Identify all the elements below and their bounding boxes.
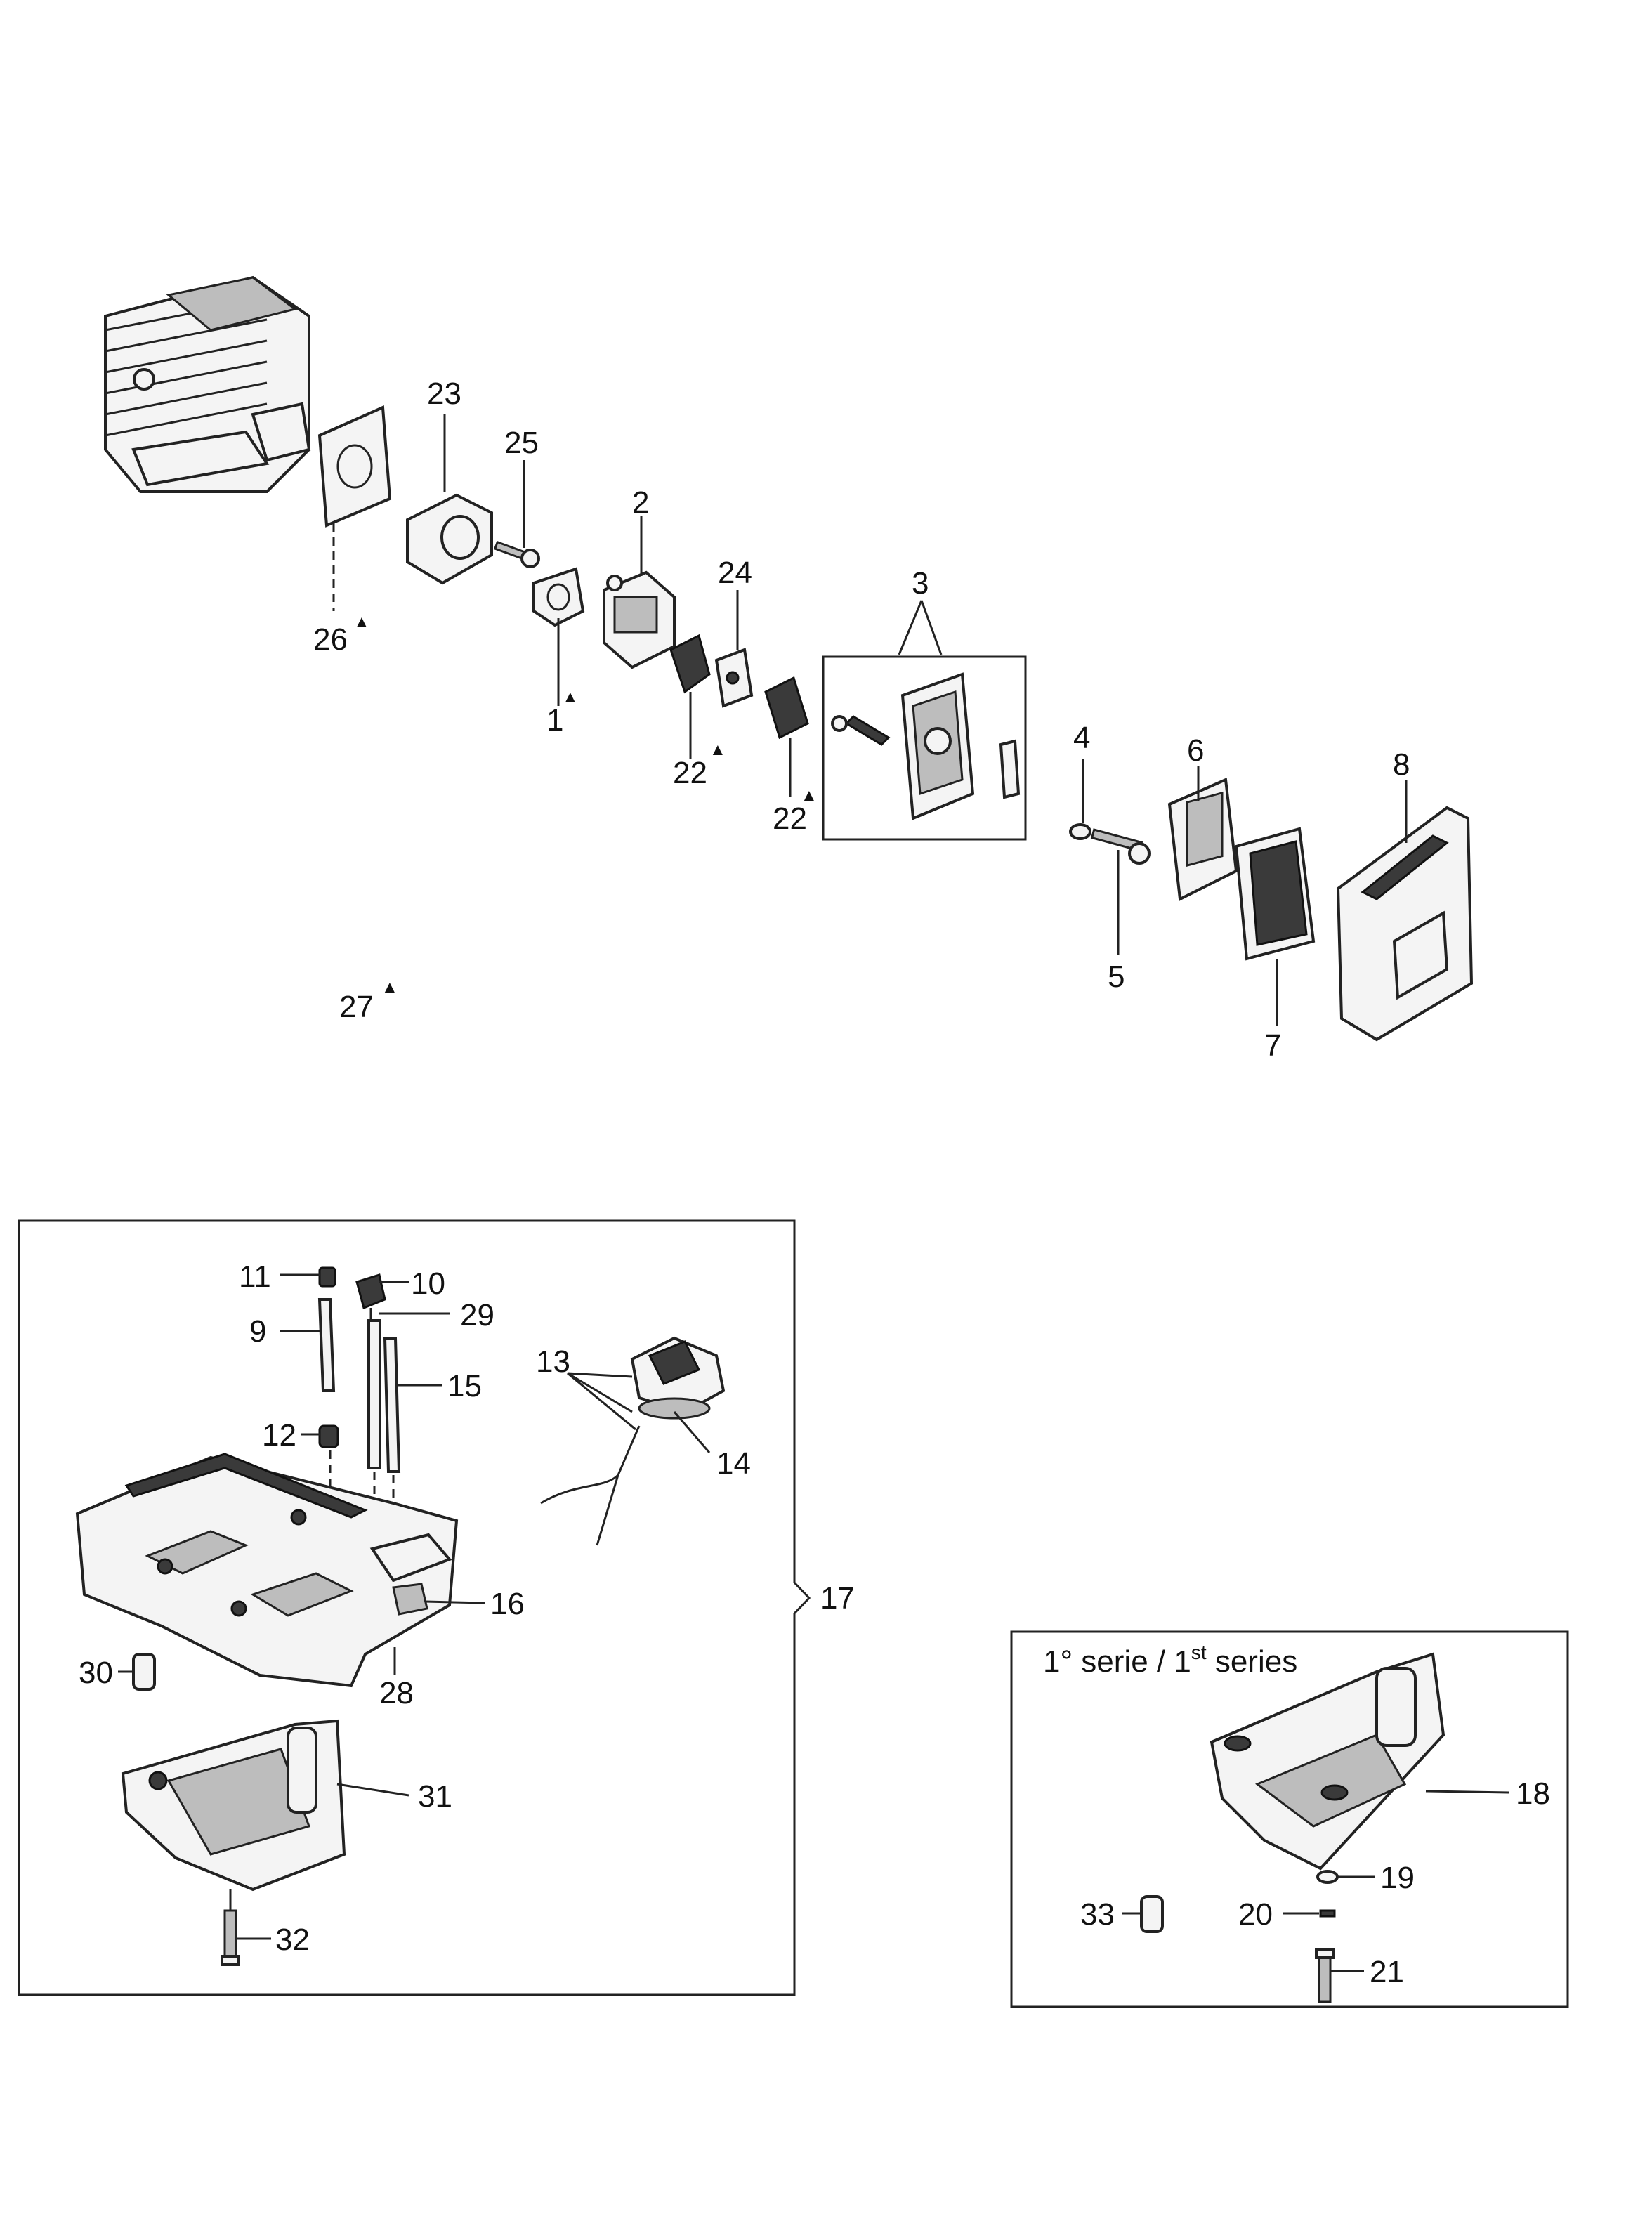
lock-washer-20-drawing [1283, 1909, 1336, 1918]
engine-cylinder-drawing [104, 275, 311, 493]
bushing-30-drawing [118, 1653, 156, 1691]
label-part-27: 27 [339, 990, 374, 1024]
first-series-title-rest: series [1207, 1644, 1298, 1679]
marker-22b: ▲ [801, 786, 818, 805]
screw-5-drawing [1090, 828, 1150, 955]
air-filter-base-3-group [822, 600, 1027, 841]
label-part-6: 6 [1187, 733, 1204, 768]
screw-21-drawing [1315, 1948, 1364, 2003]
label-part-21: 21 [1370, 1955, 1404, 1989]
hose-9-drawing [280, 1298, 336, 1392]
support-18-drawing [1210, 1652, 1509, 1871]
label-part-28: 28 [379, 1676, 414, 1710]
label-part-29: 29 [460, 1298, 494, 1332]
intake-manifold-23-drawing [406, 414, 493, 585]
label-part-1: 1 [546, 703, 563, 738]
marker-26: ▲ [353, 613, 370, 631]
label-part-22a: 22 [673, 756, 707, 790]
hose-15-drawing [383, 1337, 442, 1473]
label-part-17: 17 [820, 1581, 855, 1616]
screw-25-drawing [493, 460, 540, 568]
grommet-11-drawing [280, 1266, 336, 1288]
label-part-3: 3 [912, 566, 929, 601]
grommet-12-drawing [301, 1424, 339, 1448]
first-series-title-sup: st [1191, 1642, 1207, 1663]
label-part-18: 18 [1516, 1776, 1550, 1811]
air-filter-cover-8-drawing [1336, 780, 1474, 1042]
label-part-8: 8 [1393, 747, 1410, 782]
label-part-5: 5 [1108, 959, 1125, 994]
fuel-cap-13-drawing [540, 1336, 726, 1546]
label-part-32: 32 [275, 1923, 310, 1957]
marker-1: ▲ [562, 688, 579, 707]
label-part-2: 2 [632, 485, 649, 520]
marker-27: ▲ [381, 978, 398, 997]
label-part-14: 14 [716, 1446, 751, 1481]
label-part-10: 10 [411, 1266, 445, 1301]
first-series-title: 1° serie / 1st series [1043, 1642, 1297, 1679]
carburetor-2-drawing [603, 516, 676, 669]
fuel-tank-body-drawing [75, 1453, 459, 1688]
washer-4-drawing [1069, 759, 1092, 840]
label-part-7: 7 [1264, 1028, 1281, 1063]
filter-support-6-drawing [1167, 766, 1238, 902]
label-part-4: 4 [1073, 721, 1090, 755]
valve-16-drawing [392, 1583, 485, 1616]
marker-22a: ▲ [709, 740, 726, 759]
pipe-29-drawing [367, 1312, 450, 1469]
label-part-33: 33 [1080, 1897, 1115, 1932]
label-part-23: 23 [427, 376, 461, 411]
label-part-9: 9 [249, 1314, 266, 1349]
label-part-20: 20 [1238, 1897, 1273, 1932]
label-part-12: 12 [262, 1418, 296, 1453]
label-part-13: 13 [536, 1344, 570, 1379]
screen-22a-drawing [669, 634, 711, 759]
label-part-11: 11 [239, 1259, 271, 1294]
label-part-16: 16 [490, 1587, 525, 1621]
label-part-22b: 22 [773, 801, 807, 836]
gasket-1-drawing [532, 567, 585, 706]
label-part-25: 25 [504, 426, 539, 460]
fuel-tank-group-box [18, 1219, 811, 1996]
label-part-30: 30 [79, 1656, 113, 1690]
first-series-box [1010, 1630, 1569, 2008]
washer-19-drawing [1316, 1870, 1375, 1884]
fuel-filter-10-drawing [355, 1273, 409, 1321]
screw-32-drawing [221, 1889, 271, 1966]
gasket-26-drawing [317, 405, 392, 611]
label-part-19: 19 [1380, 1861, 1415, 1895]
label-part-26: 26 [313, 622, 348, 657]
label-part-15: 15 [447, 1369, 482, 1403]
first-series-title-main: 1° serie / 1 [1043, 1644, 1191, 1679]
label-part-31: 31 [418, 1779, 452, 1814]
label-part-24: 24 [718, 556, 752, 590]
air-filter-7-drawing [1234, 827, 1316, 1026]
bushing-33-drawing [1122, 1895, 1164, 1933]
gasket-24-drawing [714, 590, 754, 708]
screen-22b-drawing [764, 676, 809, 797]
tank-support-31-drawing [121, 1719, 409, 1892]
